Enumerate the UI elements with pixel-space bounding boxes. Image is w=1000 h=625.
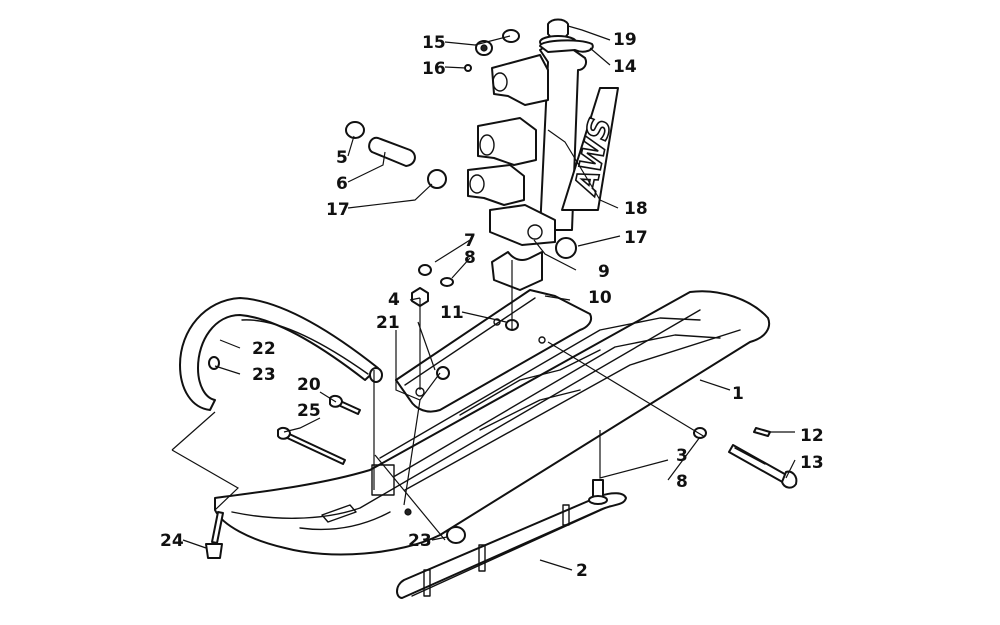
callout-10: 10 bbox=[588, 288, 612, 308]
callout-20: 20 bbox=[297, 375, 321, 395]
callout-9: 9 bbox=[598, 262, 610, 282]
callout-23-upper: 23 bbox=[252, 365, 276, 385]
leader-lines bbox=[171, 25, 796, 571]
left-pivot bbox=[345, 121, 447, 189]
callout-2: 2 bbox=[576, 561, 588, 581]
ski-body bbox=[214, 290, 770, 556]
callout-12: 12 bbox=[800, 426, 824, 446]
callout-4: 4 bbox=[388, 290, 400, 310]
callout-14: 14 bbox=[613, 57, 637, 77]
callout-17-right: 17 bbox=[624, 228, 648, 248]
spindle-block bbox=[491, 251, 543, 291]
callout-25: 25 bbox=[297, 401, 321, 421]
callout-18: 18 bbox=[624, 199, 648, 219]
callout-8-upper: 8 bbox=[464, 248, 476, 268]
top-hardware bbox=[464, 18, 594, 72]
callout-13: 13 bbox=[800, 453, 824, 473]
stud bbox=[588, 479, 608, 505]
callout-24: 24 bbox=[160, 531, 184, 551]
lower-nut bbox=[446, 526, 466, 544]
callout-11: 11 bbox=[440, 303, 464, 323]
wear-bar bbox=[396, 492, 627, 599]
saddle-bracket bbox=[395, 289, 592, 413]
callout-8-lower: 8 bbox=[676, 472, 688, 492]
right-bushing bbox=[555, 237, 577, 259]
callout-5: 5 bbox=[336, 148, 348, 168]
wear-bar-studs bbox=[423, 504, 570, 597]
bolts bbox=[205, 394, 798, 559]
callout-17-left: 17 bbox=[326, 200, 350, 220]
spindle bbox=[467, 42, 588, 246]
callout-19: 19 bbox=[613, 30, 637, 50]
ski-loop bbox=[179, 297, 383, 411]
callout-23-lower: 23 bbox=[408, 531, 432, 551]
callout-3: 3 bbox=[676, 446, 688, 466]
callout-15: 15 bbox=[422, 33, 446, 53]
callout-1: 1 bbox=[732, 384, 744, 404]
callout-labels: 15 16 19 14 5 6 17 18 17 7 8 9 4 11 10 2… bbox=[160, 30, 824, 581]
callout-22: 22 bbox=[252, 339, 276, 359]
callout-16: 16 bbox=[422, 59, 446, 79]
washers-nuts bbox=[411, 264, 707, 439]
callout-21: 21 bbox=[376, 313, 400, 333]
callout-7: 7 bbox=[464, 231, 476, 251]
callout-6: 6 bbox=[336, 174, 348, 194]
